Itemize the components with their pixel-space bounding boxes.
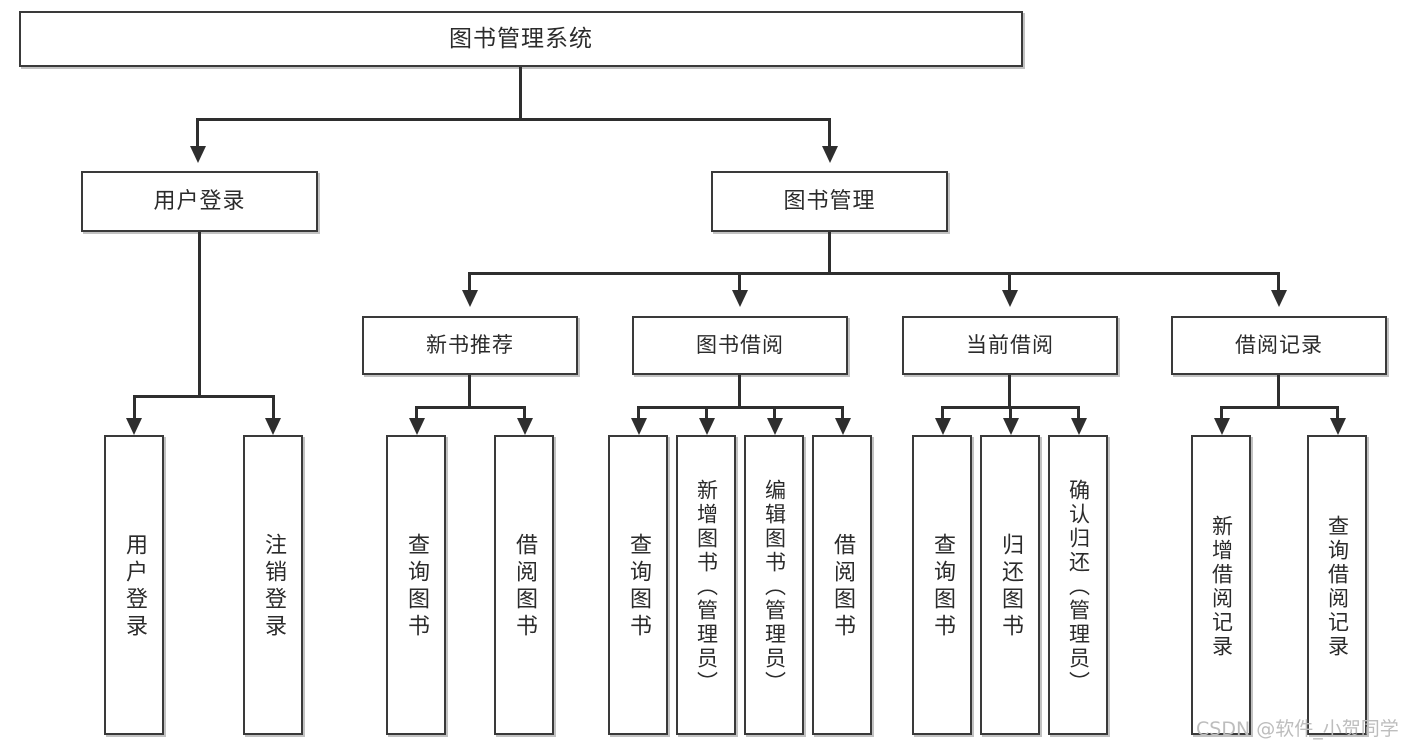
- arrowhead-current-leaf2: [1003, 418, 1019, 435]
- connector-newbook-leaf2: [523, 406, 526, 418]
- leaf-record-add-record[interactable]: 新增借阅记录: [1191, 435, 1251, 735]
- connector-root-stem: [519, 67, 522, 118]
- connector-bookmgmt-to-newbook: [468, 272, 471, 290]
- connector-record-leaf1: [1220, 406, 1223, 418]
- arrowhead-newbook-leaf1: [409, 418, 425, 435]
- arrowhead-record: [1271, 290, 1287, 307]
- node-label: 借阅图书: [512, 533, 537, 641]
- arrowhead-bookmgmt: [822, 146, 838, 163]
- node-label: 编辑图书（管理员）: [762, 479, 787, 695]
- connector-bookmgmt-to-current: [1008, 272, 1011, 290]
- arrowhead-borrow: [732, 290, 748, 307]
- arrowhead-userlogin: [190, 146, 206, 163]
- node-label: 查询图书: [404, 533, 429, 641]
- leaf-borrow-borrow-book[interactable]: 借阅图书: [812, 435, 872, 735]
- node-label: 注销登录: [261, 533, 286, 641]
- arrowhead-userlogin-leaf2: [265, 418, 281, 435]
- arrowhead-record-leaf2: [1330, 418, 1346, 435]
- connector-userlogin-bus: [133, 395, 275, 398]
- arrowhead-record-leaf1: [1214, 418, 1230, 435]
- node-label: 查询借阅记录: [1325, 515, 1350, 659]
- arrowhead-borrow-leaf4: [835, 418, 851, 435]
- leaf-borrow-search-book[interactable]: 查询图书: [608, 435, 668, 735]
- arrowhead-userlogin-leaf1: [126, 418, 142, 435]
- connector-borrow-leaf3: [773, 406, 776, 418]
- connector-record-leaf2: [1336, 406, 1339, 418]
- node-book-management[interactable]: 图书管理: [711, 171, 948, 232]
- node-book-borrow[interactable]: 图书借阅: [632, 316, 848, 375]
- arrowhead-newbook: [462, 290, 478, 307]
- node-label: 借阅图书: [830, 533, 855, 641]
- node-label: 新增图书（管理员）: [694, 479, 719, 695]
- arrowhead-current: [1002, 290, 1018, 307]
- connector-current-leaf2: [1009, 406, 1012, 418]
- leaf-recommend-search-book[interactable]: 查询图书: [386, 435, 446, 735]
- connector-borrow-bus: [637, 406, 843, 409]
- leaf-current-search-book[interactable]: 查询图书: [912, 435, 972, 735]
- leaf-borrow-add-book-admin[interactable]: 新增图书（管理员）: [676, 435, 736, 735]
- connector-newbook-bus: [415, 406, 526, 409]
- connector-bookmgmt-stem: [828, 232, 831, 272]
- connector-borrow-leaf1: [637, 406, 640, 418]
- node-label: 查询图书: [930, 533, 955, 641]
- connector-bookmgmt-bus: [468, 272, 1280, 275]
- node-label: 归还图书: [998, 533, 1023, 641]
- connector-userlogin-leaf1: [133, 395, 136, 418]
- node-label: 新增借阅记录: [1209, 515, 1234, 659]
- arrowhead-borrow-leaf1: [631, 418, 647, 435]
- node-label: 用户登录: [153, 188, 246, 214]
- connector-root-bus: [196, 118, 831, 121]
- connector-current-leaf3: [1077, 406, 1080, 418]
- connector-borrow-leaf4: [841, 406, 844, 418]
- node-current-borrow[interactable]: 当前借阅: [902, 316, 1118, 375]
- arrowhead-newbook-leaf2: [517, 418, 533, 435]
- arrowhead-borrow-leaf2: [699, 418, 715, 435]
- node-label: 用户登录: [122, 533, 147, 641]
- leaf-current-return-book[interactable]: 归还图书: [980, 435, 1040, 735]
- leaf-current-confirm-return-admin[interactable]: 确认归还（管理员）: [1048, 435, 1108, 735]
- connector-borrow-stem: [738, 375, 741, 406]
- node-label: 当前借阅: [966, 333, 1054, 358]
- leaf-user-login[interactable]: 用户登录: [104, 435, 164, 735]
- connector-current-leaf1: [941, 406, 944, 418]
- leaf-logout[interactable]: 注销登录: [243, 435, 303, 735]
- connector-userlogin-leaf2: [272, 395, 275, 418]
- leaf-recommend-borrow-book[interactable]: 借阅图书: [494, 435, 554, 735]
- connector-borrow-leaf2: [705, 406, 708, 418]
- node-label: 查询图书: [626, 533, 651, 641]
- node-label: 确认归还（管理员）: [1066, 479, 1091, 695]
- connector-root-to-bookmgmt: [828, 118, 831, 146]
- connector-bookmgmt-to-record: [1277, 272, 1280, 290]
- node-user-login[interactable]: 用户登录: [81, 171, 318, 232]
- arrowhead-borrow-leaf3: [767, 418, 783, 435]
- node-label: 图书管理系统: [449, 25, 593, 52]
- connector-newbook-stem: [468, 375, 471, 406]
- leaf-borrow-edit-book-admin[interactable]: 编辑图书（管理员）: [744, 435, 804, 735]
- node-label: 图书管理: [783, 188, 876, 214]
- connector-userlogin-stem: [198, 232, 201, 395]
- connector-record-bus: [1220, 406, 1339, 409]
- arrowhead-current-leaf1: [935, 418, 951, 435]
- node-root-system[interactable]: 图书管理系统: [19, 11, 1023, 67]
- connector-newbook-leaf1: [415, 406, 418, 418]
- arrowhead-current-leaf3: [1071, 418, 1087, 435]
- connector-root-to-userlogin: [196, 118, 199, 146]
- node-label: 新书推荐: [426, 333, 514, 358]
- connector-bookmgmt-to-borrow: [738, 272, 741, 290]
- node-label: 图书借阅: [696, 333, 784, 358]
- node-borrow-record[interactable]: 借阅记录: [1171, 316, 1387, 375]
- node-new-book-recommend[interactable]: 新书推荐: [362, 316, 578, 375]
- node-label: 借阅记录: [1235, 333, 1323, 358]
- connector-current-stem: [1008, 375, 1011, 406]
- connector-record-stem: [1277, 375, 1280, 406]
- leaf-record-search-record[interactable]: 查询借阅记录: [1307, 435, 1367, 735]
